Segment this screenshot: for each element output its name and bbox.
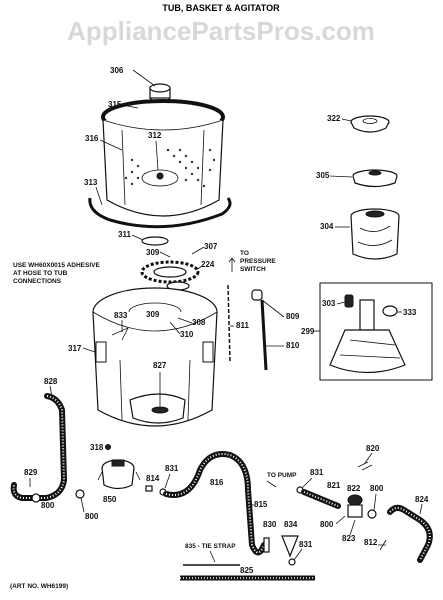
callout-318: 318 (90, 443, 104, 452)
callout-810: 810 (286, 341, 300, 350)
callout-829: 829 (24, 468, 38, 477)
callout-310: 310 (180, 330, 194, 339)
callout-304: 304 (320, 222, 334, 231)
outer-tub-317 (92, 287, 218, 427)
callout-313: 313 (84, 178, 98, 187)
callout-815: 815 (254, 500, 268, 509)
callout-800c: 800 (370, 484, 384, 493)
callout-825: 825 (240, 566, 254, 575)
agitator-base (329, 294, 406, 374)
callout-830: 830 (263, 520, 277, 529)
callout-827: 827 (153, 361, 167, 370)
callout-809: 809 (286, 312, 300, 321)
agitator-cap-322 (350, 115, 390, 133)
callout-823: 823 (342, 534, 356, 543)
pressure-note-line1: TO (240, 250, 249, 257)
pressure-note-line3: SWITCH (240, 266, 266, 273)
pressure-note-line2: PRESSURE (240, 258, 276, 265)
pump-850 (97, 459, 141, 490)
callout-800d: 800 (320, 520, 334, 529)
basket-316 (101, 99, 225, 217)
callout-800b: 800 (85, 512, 99, 521)
callout-833: 833 (114, 311, 128, 320)
adhesive-note-line2: AT HOSE TO TUB (13, 270, 68, 277)
callout-831b: 831 (299, 540, 313, 549)
callout-811: 811 (236, 321, 249, 330)
callout-822: 822 (347, 484, 361, 493)
watermark-text: AppliancePartsPros.com (67, 16, 375, 46)
callout-305: 305 (316, 171, 330, 180)
callout-303: 303 (322, 299, 336, 308)
callout-316: 316 (85, 134, 99, 143)
cam-305 (352, 169, 398, 188)
art-number: (ART NO. WH6199) (10, 583, 68, 590)
callout-224: 224 (201, 260, 215, 269)
callout-309b: 309 (146, 310, 160, 319)
adhesive-note-line1: USE WH60X0015 ADHESIVE (13, 262, 100, 269)
callout-850: 850 (103, 495, 117, 504)
callout-834: 834 (284, 520, 298, 529)
callout-812: 812 (364, 538, 378, 547)
callout-322: 322 (327, 114, 341, 123)
callout-307: 307 (204, 242, 218, 251)
callout-828: 828 (44, 377, 58, 386)
callout-820: 820 (366, 444, 380, 453)
callout-311: 311 (118, 230, 131, 239)
callout-831c: 831 (310, 468, 324, 477)
tie-strap-label: 835 - TIE STRAP (185, 543, 236, 550)
callout-317: 317 (68, 344, 82, 353)
callout-333: 333 (403, 308, 417, 317)
adhesive-note-line3: CONNECTIONS (13, 278, 62, 285)
callout-312: 312 (148, 131, 162, 140)
callout-814: 814 (146, 474, 160, 483)
to-pump-label: TO PUMP (267, 472, 297, 479)
drive-hub-seal (140, 260, 200, 291)
callout-308: 308 (192, 318, 206, 327)
callout-821: 821 (327, 481, 341, 490)
valve-822 (347, 494, 377, 519)
diagram-title: TUB, BASKET & AGITATOR (162, 3, 280, 13)
callout-309a: 309 (146, 248, 160, 257)
callout-824: 824 (415, 495, 429, 504)
callout-306: 306 (110, 66, 124, 75)
callout-816: 816 (210, 478, 224, 487)
callout-299: 299 (301, 327, 315, 336)
callout-315: 315 (108, 100, 122, 109)
callout-800a: 800 (41, 501, 55, 510)
auger-304 (350, 208, 400, 260)
callout-831a: 831 (165, 464, 179, 473)
